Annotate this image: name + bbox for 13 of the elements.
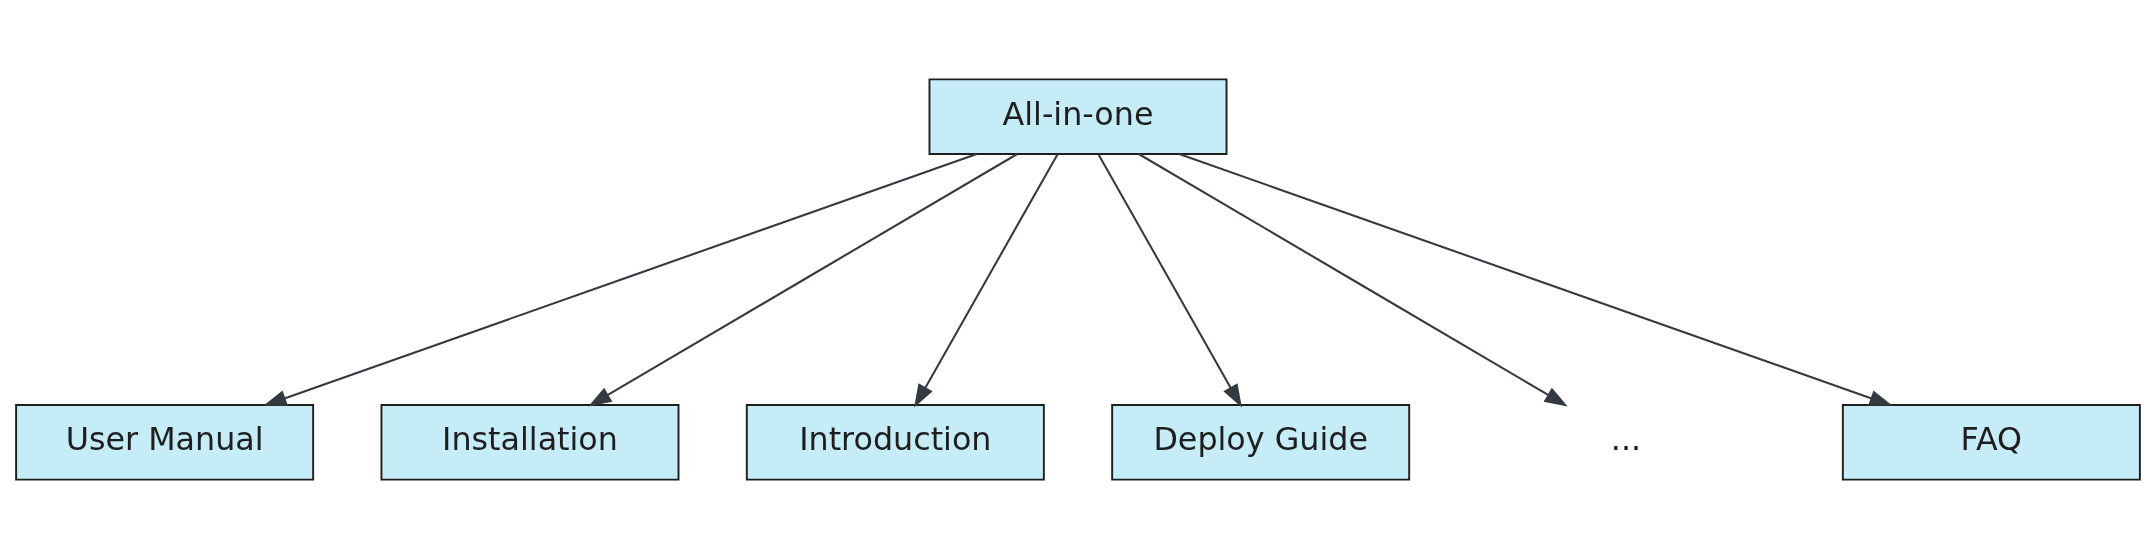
arrow xyxy=(1097,153,1242,408)
node-box: Deploy Guide xyxy=(1111,404,1411,481)
arrow xyxy=(588,153,1018,407)
node-box: Introduction xyxy=(745,404,1045,481)
node-box: Installation xyxy=(380,404,680,481)
arrow xyxy=(263,153,978,406)
node-box: All-in-one xyxy=(928,78,1228,155)
node-box: FAQ xyxy=(1841,404,2141,481)
arrow xyxy=(1138,153,1568,407)
arrow xyxy=(914,153,1059,408)
arrow xyxy=(1178,153,1893,406)
node-text: ... xyxy=(1610,421,1642,458)
node-box: User Manual xyxy=(15,404,315,481)
